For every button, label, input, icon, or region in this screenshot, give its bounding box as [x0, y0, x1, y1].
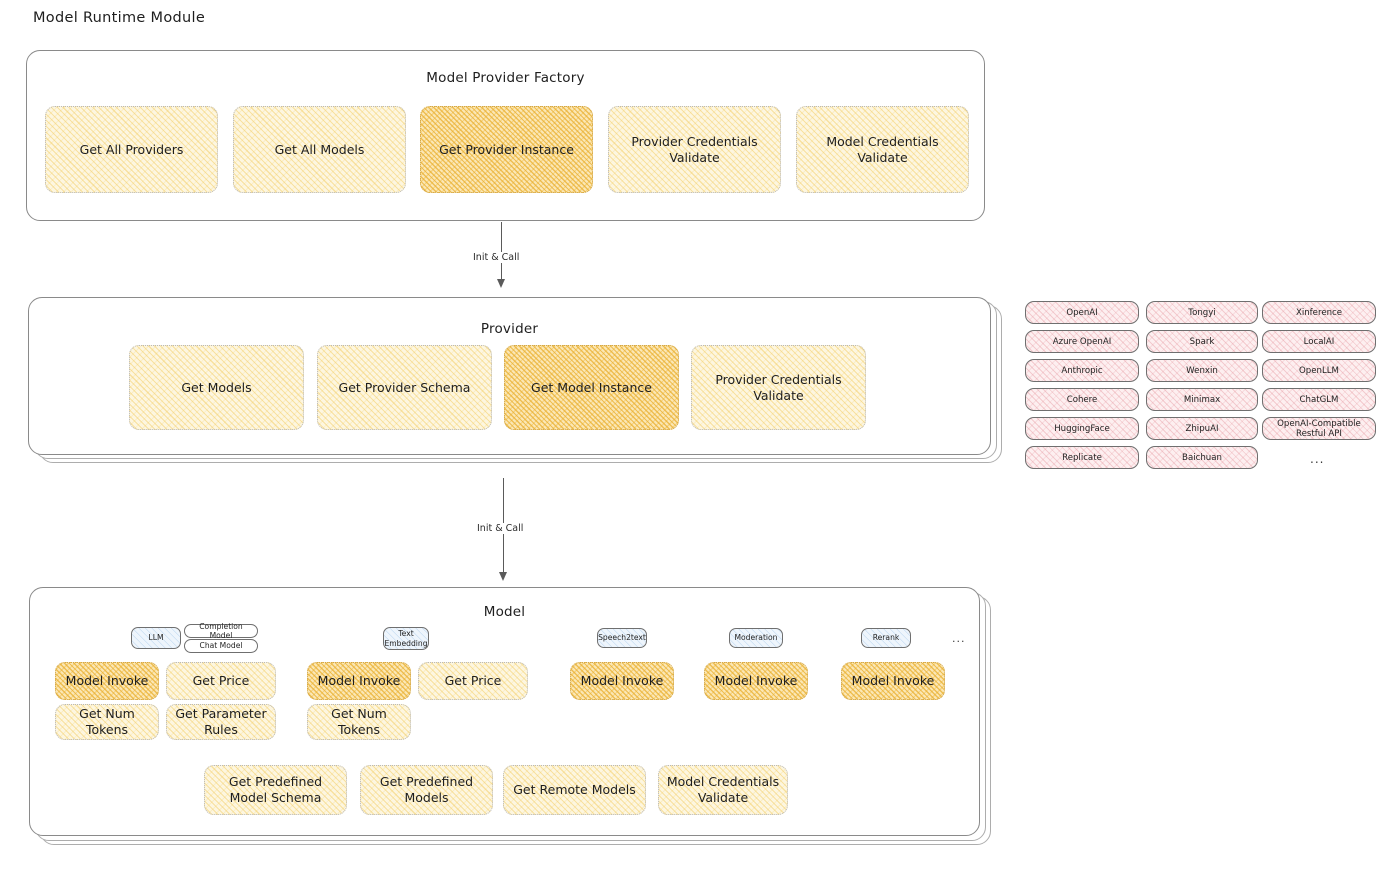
provider-tag-azure-openai[interactable]: Azure OpenAI — [1025, 330, 1139, 353]
model-common-node-get-predefined-model-schema[interactable]: Get Predefined Model Schema — [204, 765, 347, 815]
llm-node-get-num-tokens[interactable]: Get Num Tokens — [55, 704, 159, 740]
text-embedding-node-get-num-tokens[interactable]: Get Num Tokens — [307, 704, 411, 740]
arrow-factory-to-provider-head — [497, 279, 505, 288]
factory-node-model-credentials-validate[interactable]: Model Credentials Validate — [796, 106, 969, 193]
model-kinds-more-ellipsis: ... — [952, 632, 966, 645]
model-kind-subbadge-chat-model[interactable]: Chat Model — [184, 639, 258, 653]
factory-node-get-all-models[interactable]: Get All Models — [233, 106, 406, 193]
text-embedding-node-get-price[interactable]: Get Price — [418, 662, 528, 700]
model-kind-badge-llm[interactable]: LLM — [131, 627, 181, 649]
provider-tag-cohere[interactable]: Cohere — [1025, 388, 1139, 411]
provider-list-more-ellipsis: ... — [1310, 452, 1325, 466]
provider-tag-xinference[interactable]: Xinference — [1262, 301, 1376, 324]
model-kind-badge-moderation[interactable]: Moderation — [729, 628, 783, 648]
provider-tag-spark[interactable]: Spark — [1146, 330, 1258, 353]
rerank-node-model-invoke[interactable]: Model Invoke — [841, 662, 945, 700]
model-kind-badge-speech2text[interactable]: Speech2text — [597, 628, 647, 648]
provider-title: Provider — [480, 321, 539, 337]
text-embedding-node-model-invoke[interactable]: Model Invoke — [307, 662, 411, 700]
llm-node-get-parameter-rules[interactable]: Get Parameter Rules — [166, 704, 276, 740]
provider-node-get-model-instance[interactable]: Get Model Instance — [504, 345, 679, 430]
model-common-node-get-predefined-models[interactable]: Get Predefined Models — [360, 765, 493, 815]
llm-node-model-invoke[interactable]: Model Invoke — [55, 662, 159, 700]
provider-tag-localai[interactable]: LocalAI — [1262, 330, 1376, 353]
factory-node-get-provider-instance[interactable]: Get Provider Instance — [420, 106, 593, 193]
provider-tag-anthropic[interactable]: Anthropic — [1025, 359, 1139, 382]
provider-tag-openllm[interactable]: OpenLLM — [1262, 359, 1376, 382]
provider-tag-minimax[interactable]: Minimax — [1146, 388, 1258, 411]
provider-node-get-provider-schema[interactable]: Get Provider Schema — [317, 345, 492, 430]
factory-node-get-all-providers[interactable]: Get All Providers — [45, 106, 218, 193]
moderation-node-model-invoke[interactable]: Model Invoke — [704, 662, 808, 700]
arrow-factory-to-provider-label: Init & Call — [470, 252, 523, 263]
model-common-node-model-credentials-validate[interactable]: Model Credentials Validate — [658, 765, 788, 815]
provider-tag-chatglm[interactable]: ChatGLM — [1262, 388, 1376, 411]
page-title: Model Runtime Module — [33, 10, 206, 26]
provider-tag-wenxin[interactable]: Wenxin — [1146, 359, 1258, 382]
provider-tag-openai[interactable]: OpenAI — [1025, 301, 1139, 324]
llm-node-get-price[interactable]: Get Price — [166, 662, 276, 700]
provider-node-provider-credentials-validate[interactable]: Provider Credentials Validate — [691, 345, 866, 430]
provider-tag-zhipuai[interactable]: ZhipuAI — [1146, 417, 1258, 440]
provider-tag-openai-compatible-restful-api[interactable]: OpenAI-Compatible Restful API — [1262, 417, 1376, 440]
model-common-node-get-remote-models[interactable]: Get Remote Models — [503, 765, 646, 815]
arrow-provider-to-model-label: Init & Call — [474, 523, 527, 534]
model-kind-badge-rerank[interactable]: Rerank — [861, 628, 911, 648]
factory-node-provider-credentials-validate[interactable]: Provider Credentials Validate — [608, 106, 781, 193]
model-kind-subbadge-completion-model[interactable]: Completion Model — [184, 622, 258, 640]
provider-tag-huggingface[interactable]: HuggingFace — [1025, 417, 1139, 440]
model-provider-factory-title: Model Provider Factory — [426, 70, 585, 86]
arrow-provider-to-model-head — [499, 572, 507, 581]
provider-node-get-models[interactable]: Get Models — [129, 345, 304, 430]
model-title: Model — [483, 604, 526, 620]
provider-tag-replicate[interactable]: Replicate — [1025, 446, 1139, 469]
provider-tag-tongyi[interactable]: Tongyi — [1146, 301, 1258, 324]
speech2text-node-model-invoke[interactable]: Model Invoke — [570, 662, 674, 700]
model-kind-badge-text-embedding[interactable]: Text Embedding — [383, 627, 429, 650]
provider-tag-baichuan[interactable]: Baichuan — [1146, 446, 1258, 469]
